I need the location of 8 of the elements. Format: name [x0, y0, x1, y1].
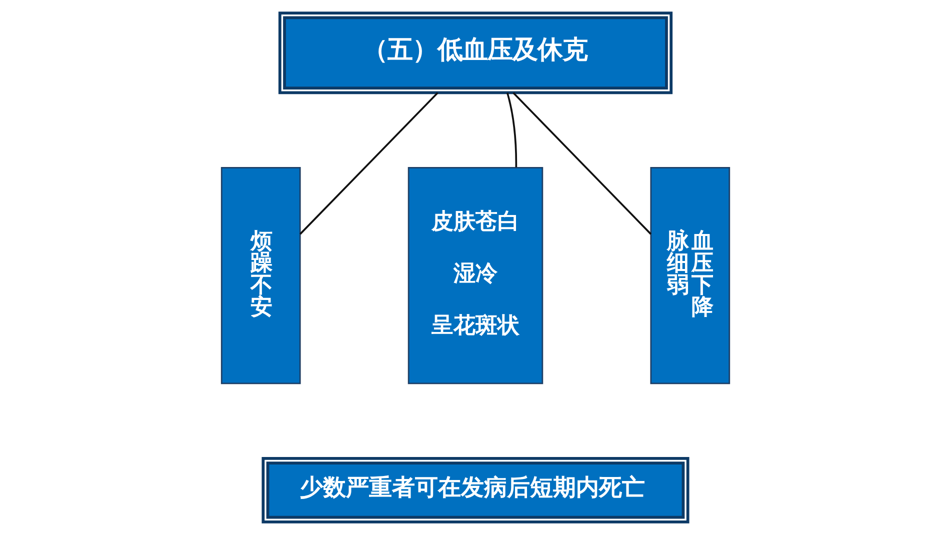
node-box: 脉细弱 血压下降: [650, 166, 730, 384]
node-box: 皮肤苍白 湿冷 呈花斑状: [407, 166, 543, 384]
node-box: （五）低血压及休克: [278, 12, 672, 94]
connector: [506, 92, 517, 168]
connector: [299, 92, 438, 235]
node-box: 少数严重者可在发病后短期内死亡: [261, 457, 689, 524]
connector: [512, 92, 651, 235]
node-box: 烦躁不安: [220, 166, 300, 384]
